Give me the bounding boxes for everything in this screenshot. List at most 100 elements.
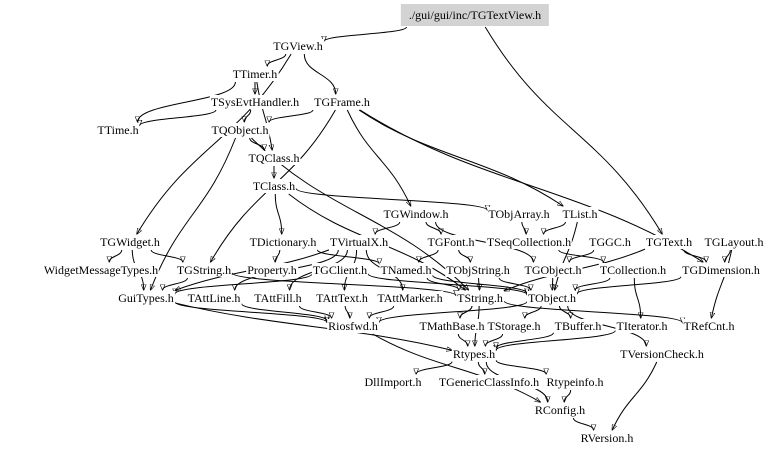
edge-TObjString-to-TObject <box>498 277 531 290</box>
edge-TObjString-to-TString <box>479 277 480 290</box>
graph-node[interactable]: TMathBase.h <box>418 319 486 333</box>
graph-node[interactable]: TGClient.h <box>311 263 369 277</box>
edge-Rtypes-to-Rtypeinfo <box>495 359 546 374</box>
graph-node[interactable]: TAttMarker.h <box>376 291 444 305</box>
graph-node[interactable]: TRefCnt.h <box>682 319 736 333</box>
graph-node[interactable]: Riosfwd.h <box>327 319 379 333</box>
graph-node[interactable]: TSeqCollection.h <box>485 235 573 249</box>
edge-Rtypes-to-DllImport <box>416 361 453 374</box>
edge-TGWindow-to-TGObject <box>435 221 534 262</box>
edge-TSysEvtHandler-to-TQObject <box>244 109 252 122</box>
graph-node[interactable]: TStorage.h <box>486 319 542 333</box>
graph-node[interactable]: TGText.h <box>644 235 694 249</box>
graph-node[interactable]: WidgetMessageTypes.h <box>42 263 160 277</box>
graph-node[interactable]: TObjArray.h <box>487 207 551 221</box>
edge-TClass-to-TDictionary <box>274 193 281 234</box>
graph-node[interactable]: TVersionCheck.h <box>619 347 705 361</box>
edge-TGFrame-to-TGWindow <box>346 109 410 206</box>
edge-TObject-to-TStorage <box>525 305 542 318</box>
graph-node[interactable]: TCollection.h <box>598 263 668 277</box>
edge-TCollection-to-TObject <box>575 277 611 290</box>
graph-node[interactable]: TDictionary.h <box>248 235 318 249</box>
edge-TGGC-to-TGObject <box>569 249 595 262</box>
edge-TGString-to-TString <box>231 272 456 296</box>
edge-TObject-to-TBuffer <box>558 305 570 318</box>
edge-TNamed-to-TString <box>426 277 459 290</box>
graph-node[interactable]: RConfig.h <box>533 403 587 417</box>
graph-node[interactable]: Rtypes.h <box>451 347 497 361</box>
graph-node[interactable]: TClass.h <box>251 179 297 193</box>
graph-node[interactable]: TTimer.h <box>231 67 279 81</box>
graph-node[interactable]: TAttText.h <box>315 291 369 305</box>
graph-node[interactable]: TVirtualX.h <box>328 235 390 249</box>
edge-TVersionCheck-to-RVersion <box>612 361 658 430</box>
graph-node[interactable]: TQClass.h <box>247 151 301 165</box>
graph-node[interactable]: TTime.h <box>96 123 140 137</box>
graph-node[interactable]: TList.h <box>561 207 599 221</box>
graph-node[interactable]: TGFont.h <box>426 235 476 249</box>
edge-TTimer-to-TQClass <box>256 81 272 150</box>
edge-TGFont-to-TObjString <box>458 249 471 262</box>
edge-RConfig-to-RVersion <box>572 417 593 430</box>
graph-node[interactable]: TGWidget.h <box>99 235 161 249</box>
graph-node[interactable]: Rtypeinfo.h <box>545 375 605 389</box>
graph-node[interactable]: TSysEvtHandler.h <box>209 95 301 109</box>
edge-TQObject-to-GuiTypes <box>150 137 236 290</box>
edge-TObjArray-to-TSeqCollection <box>521 221 526 234</box>
edge-TAttLine-to-Riosfwd <box>241 303 328 321</box>
edge-TCollection-to-TIterator <box>633 277 640 318</box>
edge-TString-to-TRefCnt <box>503 300 683 323</box>
edge-Rtypes-to-TGenericClassInfo <box>477 361 484 374</box>
edge-TGWindow-to-TVirtualX <box>375 221 401 234</box>
graph-node[interactable]: TBuffer.h <box>553 319 603 333</box>
edge-TGClient-to-TObject <box>367 273 527 295</box>
edge-TIterator-to-Rtypes <box>496 329 616 350</box>
root-node[interactable]: ./gui/gui/inc/TGTextView.h <box>400 4 550 26</box>
edge-TGFont-to-TNamed <box>419 249 439 262</box>
edge-TGFrame-to-TList <box>358 109 563 206</box>
graph-node[interactable]: TGLayout.h <box>703 235 765 249</box>
edge-Rtypeinfo-to-RConfig <box>564 389 572 402</box>
graph-node[interactable]: TGObject.h <box>523 263 583 277</box>
graph-node[interactable]: TGenericClassInfo.h <box>437 375 541 389</box>
graph-node[interactable]: TObject.h <box>526 291 578 305</box>
graph-node[interactable]: TGView.h <box>272 39 324 53</box>
graph-node[interactable]: TGDimension.h <box>681 263 761 277</box>
edge-TGView-to-TTimer <box>267 53 287 66</box>
edge-TTimer-to-TTime <box>138 81 236 122</box>
edge-TGWidget-to-TGString <box>150 249 183 262</box>
graph-node[interactable]: TGGC.h <box>588 235 632 249</box>
edge-TString-to-TMathBase <box>460 305 473 318</box>
graph-node[interactable]: TGString.h <box>175 263 233 277</box>
edge-TDictionary-to-TNamed <box>317 249 380 264</box>
graph-node[interactable]: TObjString.h <box>445 263 511 277</box>
edge-TStorage-to-Rtypes <box>485 333 504 346</box>
graph-node[interactable]: TIterator.h <box>615 319 669 333</box>
edge-root-to-TGView <box>324 26 407 41</box>
edge-TAttFill-to-Riosfwd <box>298 305 331 318</box>
graph-node[interactable]: TGFrame.h <box>313 95 371 109</box>
edge-GuiTypes-to-Rtypes <box>174 302 452 350</box>
graph-node[interactable]: TNamed.h <box>379 263 433 277</box>
graph-node[interactable]: Property.h <box>246 263 298 277</box>
edge-TAttText-to-Riosfwd <box>344 305 350 318</box>
graph-node[interactable]: TAttLine.h <box>186 291 242 305</box>
graph-node[interactable]: TGWindow.h <box>382 207 450 221</box>
graph-node[interactable]: GuiTypes.h <box>117 291 175 305</box>
graph-node[interactable]: RVersion.h <box>579 431 635 445</box>
edge-Riosfwd-to-RConfig <box>372 333 541 402</box>
edge-TGLayout-to-TRefCnt <box>711 249 733 318</box>
edge-TGLayout-to-TGDimension <box>725 249 731 262</box>
edge-TGWidget-to-WidgetMessageTypes <box>109 249 123 262</box>
graph-node[interactable]: TAttFill.h <box>253 291 303 305</box>
edge-TNamed-to-TObject <box>432 274 528 293</box>
edge-TClass-to-TObjArray <box>295 188 488 211</box>
edge-TGView-to-TGFrame <box>303 53 335 94</box>
edge-TGText-to-TGDimension <box>683 249 706 262</box>
graph-node[interactable]: TQObject.h <box>210 123 270 137</box>
edge-TGDimension-to-TObject <box>577 276 682 294</box>
graph-node[interactable]: TString.h <box>456 291 504 305</box>
edge-TSysEvtHandler-to-TTime <box>140 109 217 126</box>
graph-node[interactable]: DllImport.h <box>363 375 423 389</box>
edge-TList-to-TSeqCollection <box>544 221 566 234</box>
